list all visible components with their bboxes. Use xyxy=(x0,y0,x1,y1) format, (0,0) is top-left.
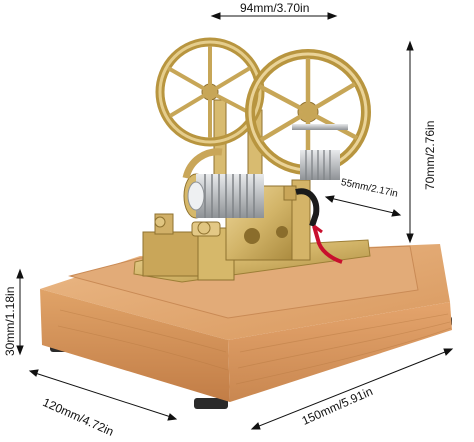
base-front-face xyxy=(228,302,452,402)
power-cylinder xyxy=(183,173,264,219)
dimension-lines xyxy=(16,12,454,430)
width-dimension-label: 94mm/3.70in xyxy=(240,1,310,15)
height-dimension-label: 70mm/2.76in xyxy=(423,120,437,190)
brass-screw xyxy=(154,216,166,228)
base-foot xyxy=(194,398,228,409)
base-left-face xyxy=(40,289,230,402)
left-flywheel xyxy=(155,37,265,147)
displacer-cylinder xyxy=(300,150,340,180)
brass-linkage-arc xyxy=(182,148,223,180)
base-height-dimension-label: 30mm/1.18in xyxy=(3,286,17,356)
fuel-valve xyxy=(283,185,343,264)
brass-screw xyxy=(197,221,211,235)
